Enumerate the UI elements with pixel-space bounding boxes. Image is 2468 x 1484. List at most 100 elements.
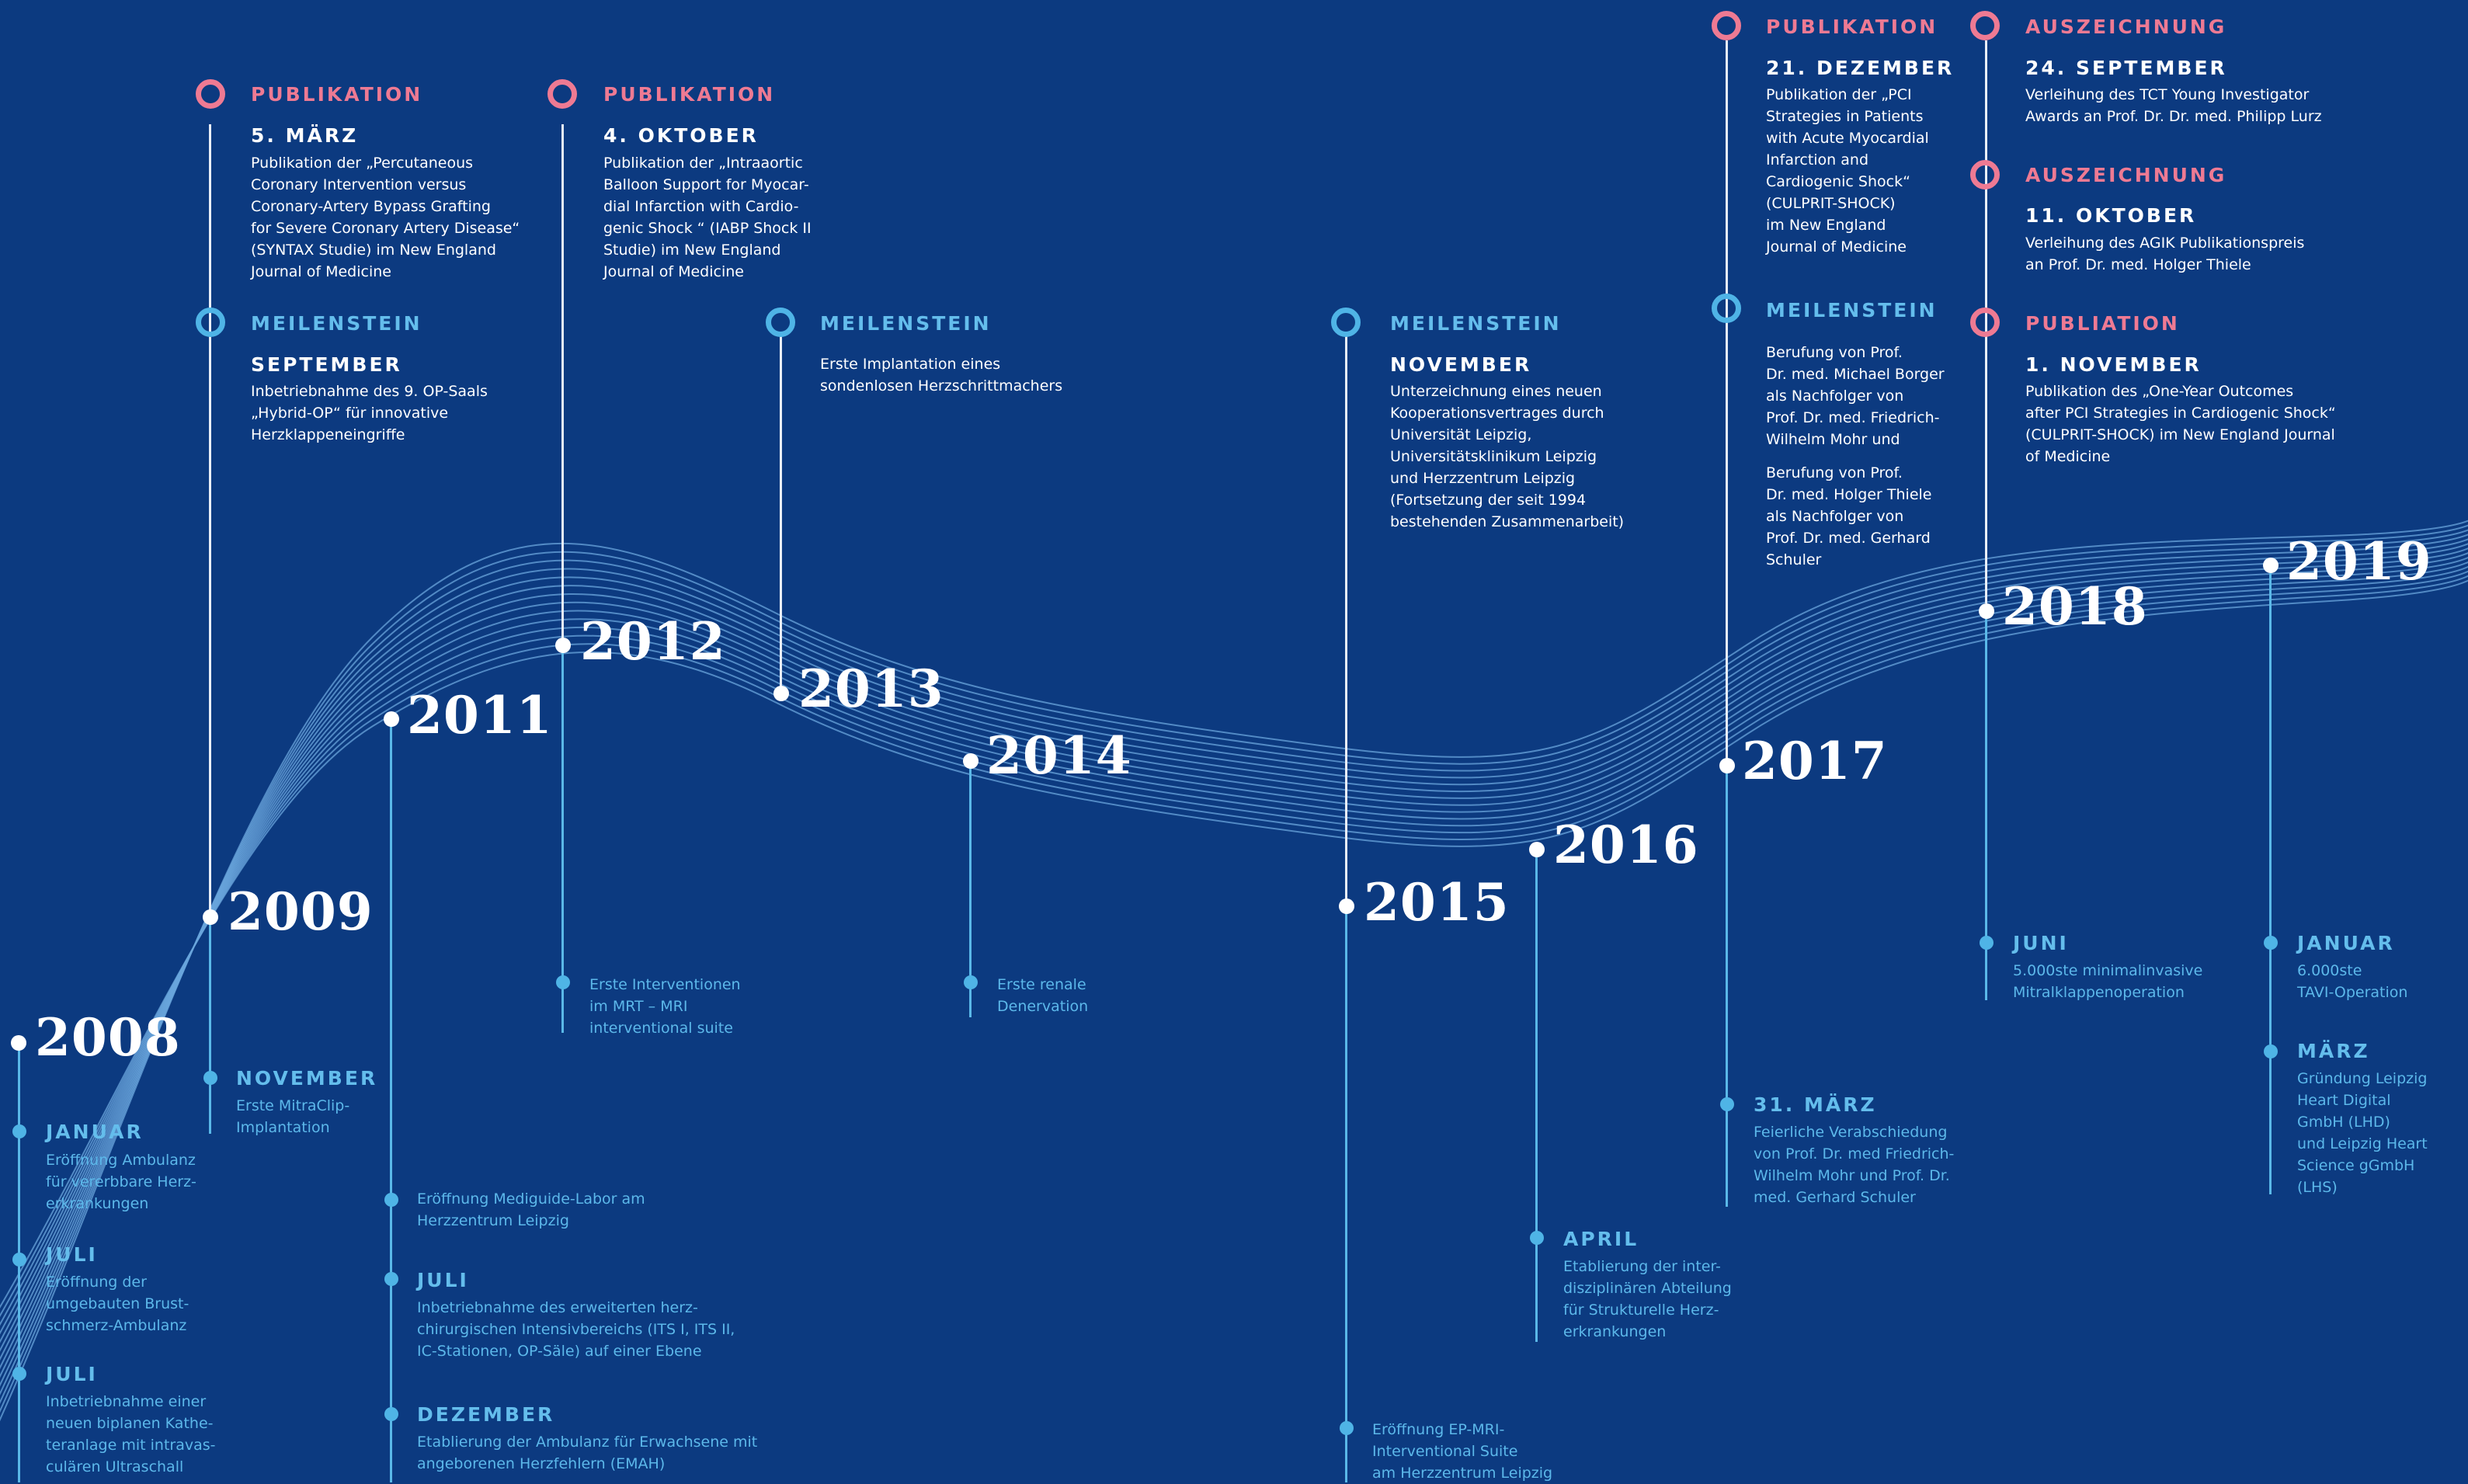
- year-2009: 2009: [228, 881, 374, 942]
- pub-2009-text: Publikation der „Percutaneous Coronary I…: [251, 155, 520, 280]
- event-2019-b-dot: [2264, 1044, 2278, 1058]
- year-dot-2012: [555, 638, 571, 653]
- mile-2009-category: MEILENSTEIN: [251, 312, 422, 335]
- event-2019-b-date: MÄRZ: [2297, 1040, 2370, 1062]
- pub-2012-text: Publikation der „Intraaortic Balloon Sup…: [603, 155, 812, 280]
- event-2019-a-text: 6.000ste TAVI-Operation: [2297, 962, 2408, 1001]
- award-2-date: 11. OKTOBER: [2025, 204, 2197, 227]
- award-2-text: Verleihung des AGIK Publikationspreis an…: [2025, 235, 2305, 273]
- pub-2018-date: 1. NOVEMBER: [2025, 353, 2202, 376]
- wave-line: [0, 565, 2468, 1335]
- event-2012-dot: [556, 975, 570, 989]
- mile-2017-text-1: Berufung von Prof. Dr. med. Michael Borg…: [1766, 344, 1945, 448]
- year-dot-2015: [1339, 898, 1354, 914]
- event-2011-a-dot: [384, 1193, 398, 1207]
- award-2-category: AUSZEICHNUNG: [2025, 164, 2227, 186]
- mile-2017-text-2: Berufung von Prof. Dr. med. Holger Thiel…: [1766, 464, 1932, 568]
- event-2016-text: Etablierung der inter- disziplinären Abt…: [1563, 1258, 1732, 1340]
- line-2018-bottom: [1985, 613, 1987, 1000]
- year-dot-2014: [963, 753, 979, 769]
- mile-2009-ring-icon: [196, 308, 225, 337]
- pub-2017-category: PUBLIKATION: [1766, 16, 1938, 38]
- line-2009-bottom: [209, 924, 211, 1134]
- year-dot-2019: [2263, 558, 2279, 573]
- year-dot-2011: [384, 711, 399, 727]
- year-2011: 2011: [407, 685, 553, 745]
- year-2019: 2019: [2286, 531, 2432, 592]
- event-2009-text: Erste MitraClip- Implantation: [236, 1097, 350, 1136]
- event-2011-c-date: DEZEMBER: [417, 1403, 555, 1426]
- mile-2009-date: SEPTEMBER: [251, 353, 402, 376]
- event-2009-date: NOVEMBER: [236, 1067, 378, 1090]
- mile-2015-ring-icon: [1331, 308, 1361, 337]
- pub-2017-ring-icon: [1712, 11, 1741, 40]
- year-2018: 2018: [2002, 576, 2148, 637]
- event-2009-dot: [203, 1071, 217, 1085]
- line-2017-bottom: [1726, 769, 1728, 1207]
- event-2019-a-date: JANUAR: [2297, 932, 2395, 954]
- event-2019-a-dot: [2264, 936, 2278, 950]
- event-2015-text: Eröffnung EP-MRI- Interventional Suite a…: [1372, 1421, 1553, 1482]
- year-2014: 2014: [986, 725, 1132, 786]
- year-dot-2017: [1719, 758, 1735, 773]
- wave-line: [0, 543, 2468, 1378]
- event-2011-b-date: JULI: [417, 1269, 469, 1291]
- mile-2013-ring-icon: [766, 308, 795, 337]
- event-2014-text: Erste renale Denervation: [997, 976, 1089, 1015]
- mile-2017-ring-icon: [1712, 294, 1741, 323]
- event-2011-a-text: Eröffnung Mediguide-Labor am Herzzentrum…: [417, 1190, 645, 1229]
- line-2015-top: [1345, 336, 1347, 903]
- wave-line: [0, 524, 2468, 1413]
- event-2012-text: Erste Interventionen im MRT – MRI interv…: [589, 976, 741, 1037]
- event-2017-date: 31. MÄRZ: [1754, 1093, 1877, 1116]
- event-2008-b-dot: [12, 1253, 26, 1267]
- award-1-category: AUSZEICHNUNG: [2025, 16, 2227, 38]
- wave-line: [0, 575, 2468, 1318]
- pub-2009-date: 5. MÄRZ: [251, 124, 359, 147]
- award-1-date: 24. SEPTEMBER: [2025, 57, 2227, 79]
- line-2012-top: [561, 124, 564, 641]
- pub-2012-category: PUBLIKATION: [603, 83, 776, 106]
- line-2019: [2269, 573, 2272, 1194]
- event-2008-c-date: JULI: [46, 1363, 98, 1385]
- event-2008-c-text: Inbetriebnahme einer neuen biplanen Kath…: [46, 1393, 216, 1475]
- year-dot-2018: [1979, 603, 1994, 619]
- event-2011-c-text: Etablierung der Ambulanz für Erwachsene …: [417, 1434, 758, 1472]
- event-2008-a-text: Eröffnung Ambulanz für vererbbare Herz- …: [46, 1152, 196, 1212]
- award-1-text: Verleihung des TCT Young Investigator Aw…: [2025, 86, 2322, 125]
- pub-2012-ring-icon: [547, 79, 577, 109]
- wave-line: [0, 556, 2468, 1352]
- wave-line: [0, 533, 2468, 1395]
- line-2016: [1535, 853, 1538, 1342]
- pub-2018-category: PUBLIATION: [2025, 312, 2180, 335]
- year-2008: 2008: [35, 1007, 181, 1068]
- event-2018-text: 5.000ste minimalinvasive Mitralklappenop…: [2013, 962, 2203, 1001]
- pub-2017-text: Publikation der „PCI Strategies in Patie…: [1766, 86, 1929, 255]
- event-2018-dot: [1980, 936, 1994, 950]
- line-2011: [390, 726, 392, 1482]
- line-2012-bottom: [561, 651, 564, 1033]
- year-2015: 2015: [1364, 872, 1510, 933]
- award-1-ring-icon: [1970, 11, 2000, 40]
- event-2017-dot: [1720, 1097, 1734, 1111]
- wave-line: [0, 579, 2468, 1308]
- pub-2017-date: 21. DEZEMBER: [1766, 57, 1955, 79]
- mile-2013-category: MEILENSTEIN: [820, 312, 992, 335]
- year-2017: 2017: [1742, 731, 1888, 791]
- pub-2018-text: Publikation des „One-Year Outcomes after…: [2025, 383, 2336, 465]
- event-2016-date: APRIL: [1563, 1228, 1639, 1250]
- event-2008-a-date: JANUAR: [46, 1121, 144, 1143]
- event-2008-b-date: JULI: [46, 1243, 98, 1266]
- event-2016-dot: [1530, 1231, 1544, 1245]
- event-2011-c-dot: [384, 1407, 398, 1421]
- event-2018-date: JUNI: [2013, 932, 2069, 954]
- year-dot-2013: [773, 686, 789, 701]
- mile-2017-category: MEILENSTEIN: [1766, 299, 1938, 321]
- pub-2012-date: 4. OKTOBER: [603, 124, 759, 147]
- mile-2015-category: MEILENSTEIN: [1390, 312, 1562, 335]
- pub-2009-category: PUBLIKATION: [251, 83, 423, 106]
- year-2013: 2013: [798, 659, 944, 719]
- pub-2018-ring-icon: [1970, 308, 2000, 337]
- event-2011-b-dot: [384, 1272, 398, 1286]
